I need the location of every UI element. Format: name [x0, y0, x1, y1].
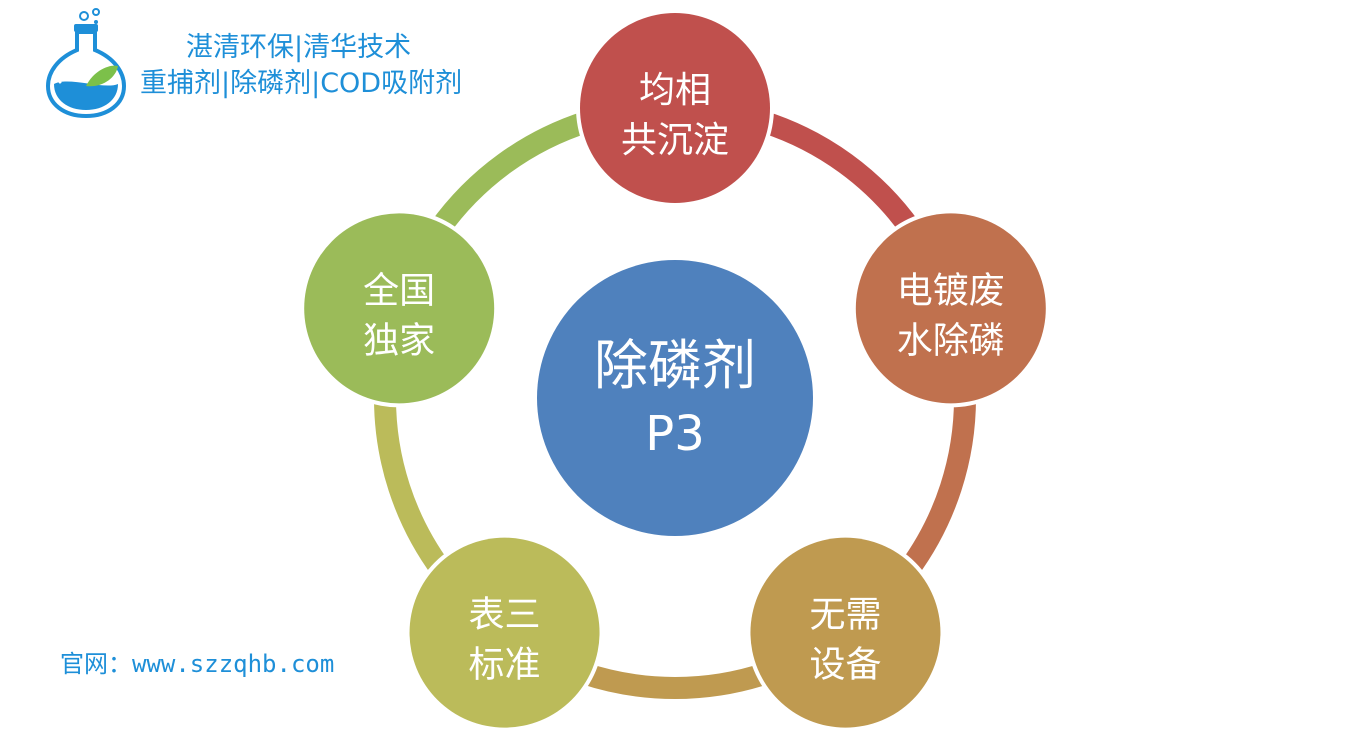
flask-leaf-icon — [45, 8, 127, 119]
node-circle — [750, 537, 941, 728]
center-label-line-1: 除磷剂 — [594, 334, 756, 397]
node-label-line-1: 全国 — [363, 270, 435, 311]
header-line-1: 湛清环保|清华技术 — [186, 32, 412, 63]
node-label-line-1: 均相 — [639, 70, 711, 111]
node-label-line-2: 共沉淀 — [621, 120, 729, 161]
node-label-line-1: 表三 — [469, 595, 541, 636]
header-line-2: 重捕剂|除磷剂|COD吸附剂 — [140, 68, 463, 99]
node-label-line-2: 水除磷 — [897, 320, 1005, 361]
center-label-line-2: P3 — [645, 406, 704, 462]
node-label-line-1: 无需 — [809, 595, 881, 636]
node-label-line-1: 电镀废 — [897, 270, 1005, 311]
node-circle — [409, 537, 600, 728]
node-circle — [580, 13, 770, 203]
company-header: 湛清环保|清华技术 重捕剂|除磷剂|COD吸附剂 — [140, 30, 462, 102]
node-label-line-2: 独家 — [363, 320, 435, 361]
node-label-line-2: 设备 — [809, 645, 881, 686]
node-circle — [855, 213, 1046, 404]
node-label-line-2: 标准 — [469, 645, 541, 686]
website-link[interactable]: 官网：www.szzqhb.com — [60, 650, 335, 678]
center-circle — [537, 260, 813, 536]
node-circle — [304, 213, 495, 404]
